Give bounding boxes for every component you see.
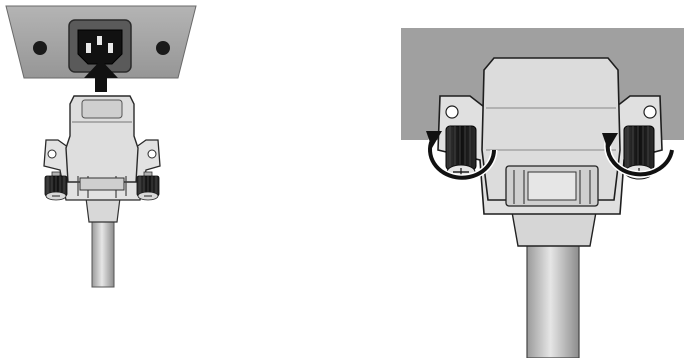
mounting-hole-left [33,41,47,55]
thumb-screw-right [137,172,159,200]
mounting-hole-right [156,41,170,55]
insert-step-panel [6,6,196,287]
strain-relief [86,198,120,222]
power-cable [92,215,114,287]
power-cable-closeup [527,240,579,358]
tighten-step-panel [401,28,684,358]
thumb-screw-left [45,172,67,200]
strain-relief-closeup [512,212,596,246]
thumb-screw-left-closeup [446,126,476,179]
power-plug [44,96,160,287]
